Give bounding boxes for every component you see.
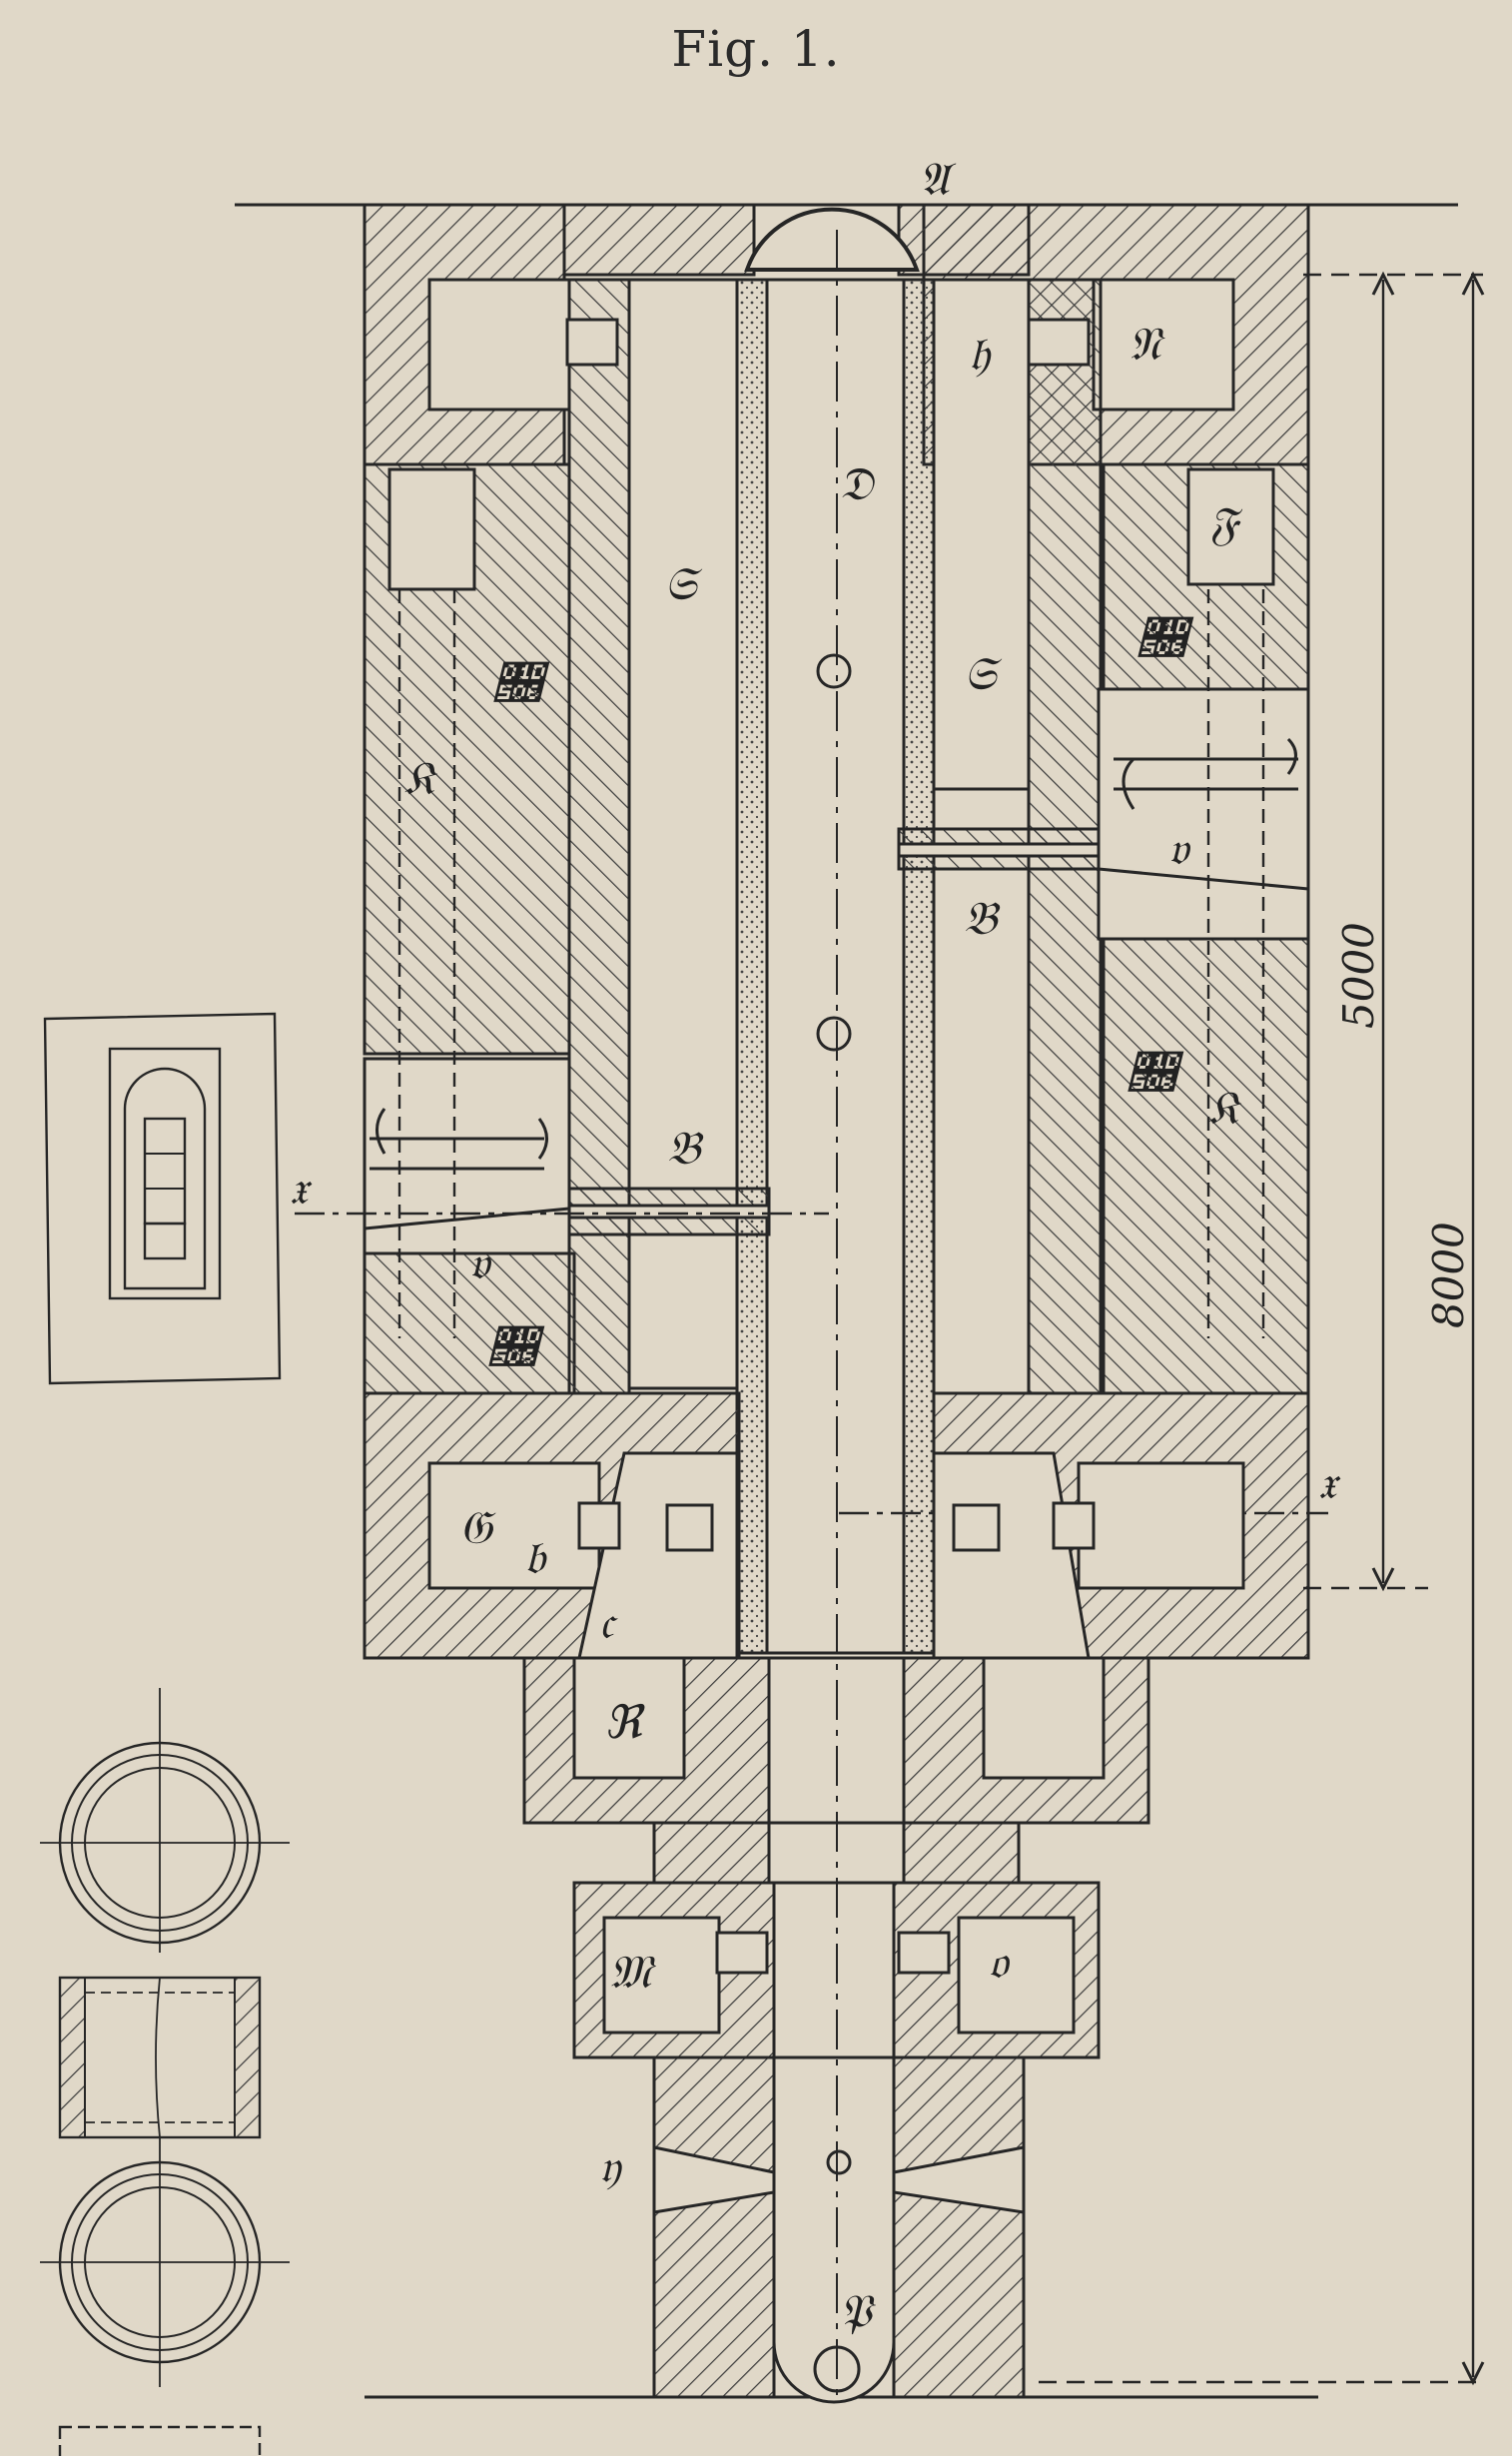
- chamber-G: [427, 1461, 601, 1590]
- chamber-left-F: [387, 467, 476, 591]
- label-N: 𝔑: [1129, 317, 1165, 371]
- nozzle-B-right-bore: [897, 842, 1101, 858]
- nozzle-B-left-bore: [567, 1204, 771, 1220]
- flue-v-right: [1097, 687, 1310, 941]
- label-x-right: 𝔵: [1318, 1455, 1341, 1509]
- label-y: 𝔶: [599, 2139, 622, 2193]
- port-b-left: [577, 1501, 621, 1550]
- port-right-G: [1052, 1501, 1096, 1550]
- bottom-tube-P: [772, 2055, 896, 2404]
- bottom-right: [892, 2055, 1026, 2399]
- label-P: 𝔓: [839, 2284, 876, 2338]
- central-tube: [765, 278, 906, 1655]
- label-B-right: 𝔅: [964, 891, 1001, 945]
- chamber-N: [1092, 278, 1235, 411]
- label-v-right: 𝔳: [1168, 821, 1191, 875]
- left-wall-upper-c: [363, 462, 571, 1056]
- port-left-top: [565, 318, 619, 367]
- dimension-lines: [1039, 271, 1485, 2386]
- port-M: [715, 1931, 769, 1975]
- label-K-left: 𝔎: [404, 751, 438, 805]
- central-tube-left-lining: [735, 278, 769, 1655]
- peephole-right: [952, 1503, 1001, 1552]
- m-bore: [772, 1881, 896, 2059]
- ring-detail-bottom: [40, 2137, 290, 2387]
- port-o: [897, 1931, 951, 1975]
- label-o: 𝔬: [989, 1935, 1011, 1989]
- neck-left: [652, 1821, 771, 1885]
- chamber-right-G: [1077, 1461, 1245, 1590]
- chamber-o: [957, 1916, 1076, 2035]
- tuyere-y-left: [652, 2145, 776, 2214]
- label-b: 𝔟: [524, 1530, 548, 1584]
- central-tube-right-lining: [902, 278, 936, 1655]
- top-right-mid-wall: [897, 203, 1031, 277]
- ring-section-detail: [58, 1976, 262, 2139]
- right-wall-lower-c: [1102, 937, 1310, 1395]
- peephole-left: [665, 1503, 714, 1552]
- label-D: 𝔇: [839, 456, 876, 510]
- shaft-S-right: [932, 278, 1031, 791]
- label-G: 𝔊: [459, 1500, 496, 1554]
- chamber-F: [1186, 467, 1275, 586]
- label-v-left: 𝔳: [469, 1235, 492, 1289]
- dimension-outer: 8000: [1424, 1222, 1473, 1328]
- port-h: [1027, 318, 1091, 367]
- flue-v-left: [363, 1057, 571, 1255]
- ring-detail-top: [40, 1688, 290, 1953]
- label-A: 𝔄: [919, 152, 957, 206]
- label-h: 𝔥: [969, 327, 992, 381]
- label-R: ℜ: [604, 1695, 646, 1749]
- tuyere-y-right: [892, 2145, 1026, 2214]
- top-left-mid-wall: [562, 203, 756, 277]
- chamber-M: [602, 1916, 721, 2035]
- chamber-R-right: [982, 1656, 1106, 1780]
- label-x-left: 𝔵: [290, 1161, 313, 1215]
- bottom-left: [652, 2055, 776, 2399]
- chamber-left-top: [427, 278, 571, 411]
- inset-plan-outline: [43, 1012, 282, 1385]
- label-c: 𝔠: [599, 1595, 618, 1649]
- label-B-left: 𝔅: [667, 1121, 704, 1175]
- label-M: 𝔐: [609, 1945, 656, 1999]
- neck-right: [902, 1821, 1021, 1885]
- figure-title: Fig. 1.: [671, 20, 841, 78]
- cap-A: [744, 207, 920, 272]
- chamber-R: [572, 1656, 686, 1780]
- label-K-right: 𝔎: [1208, 1081, 1242, 1135]
- dimension-inner: 5000: [1334, 922, 1383, 1029]
